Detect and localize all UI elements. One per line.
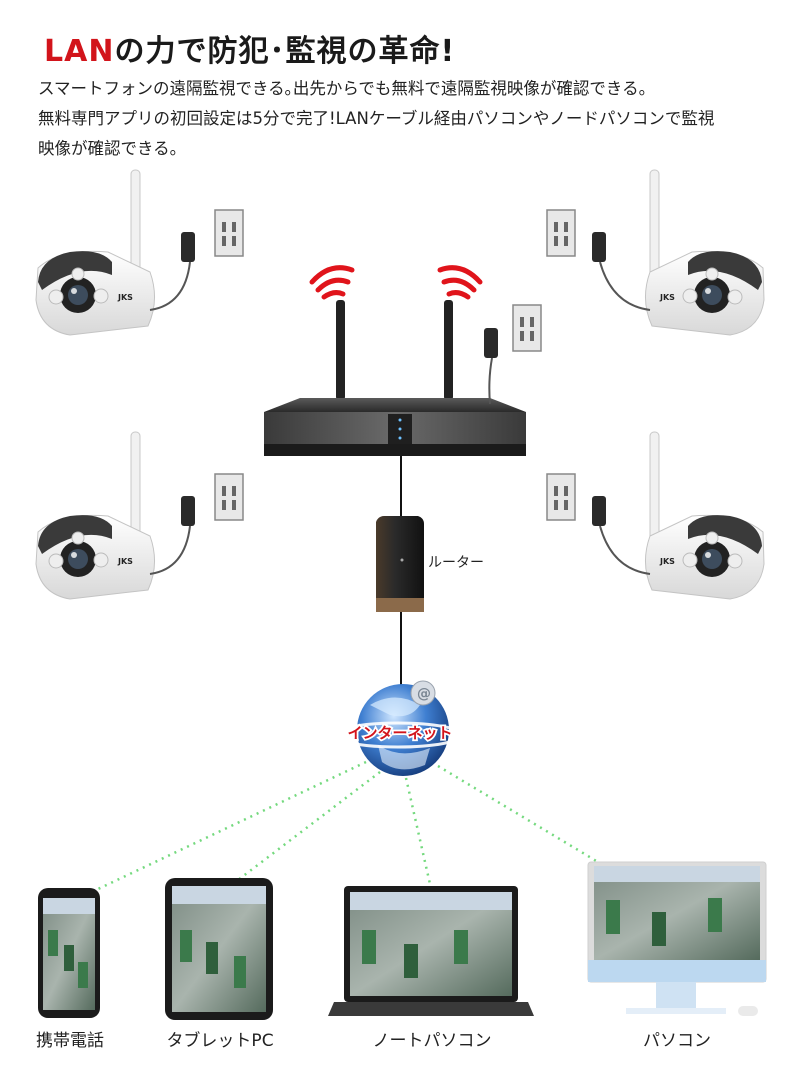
smartphone <box>38 888 100 1018</box>
svg-text:JKS: JKS <box>659 293 675 302</box>
internet-label-text: インターネット <box>347 724 452 742</box>
camera-bottom-left: JKS <box>35 431 244 600</box>
internet-globe: @ <box>332 680 464 776</box>
desktop-pc <box>587 861 767 1016</box>
svg-text:JKS: JKS <box>117 293 133 302</box>
device-label-laptop: ノートパソコン <box>372 1031 492 1051</box>
nvr-recorder <box>264 265 542 456</box>
wifi-signal-icon <box>309 265 483 300</box>
svg-text:@: @ <box>417 686 431 702</box>
camera-top-left: JKS <box>35 169 244 336</box>
laptop <box>328 886 534 1016</box>
svg-text:JKS: JKS <box>117 557 133 566</box>
camera-bottom-right: JKS <box>546 431 765 600</box>
headline-highlight: LAN <box>44 34 115 69</box>
svg-text:JKS: JKS <box>659 557 675 566</box>
description-line-2: 無料専門アプリの初回設定は5分で完了!LANケーブル経由パソコンやノードパソコン… <box>38 109 715 128</box>
headline-rest: の力で防犯･監視の革命! <box>114 34 456 69</box>
connection-lines <box>95 760 599 892</box>
device-label-phone: 携帯電話 <box>36 1031 104 1051</box>
description: スマートフォンの遠隔監視できる｡出先からでも無料で遠隔監視映像が確認できる。 無… <box>38 74 778 164</box>
tablet <box>165 878 273 1020</box>
headline: LANの力で防犯･監視の革命! <box>44 26 455 70</box>
description-line-3: 映像が確認できる。 <box>38 139 187 158</box>
device-label-tablet: タブレットPC <box>166 1031 274 1051</box>
description-line-1: スマートフォンの遠隔監視できる｡出先からでも無料で遠隔監視映像が確認できる。 <box>38 79 656 98</box>
camera-top-right: JKS <box>546 169 765 336</box>
router-label: ルーター <box>428 555 484 571</box>
internet-label: インターネット <box>346 722 455 744</box>
router <box>376 516 424 612</box>
device-label-desktop: パソコン <box>643 1031 711 1051</box>
